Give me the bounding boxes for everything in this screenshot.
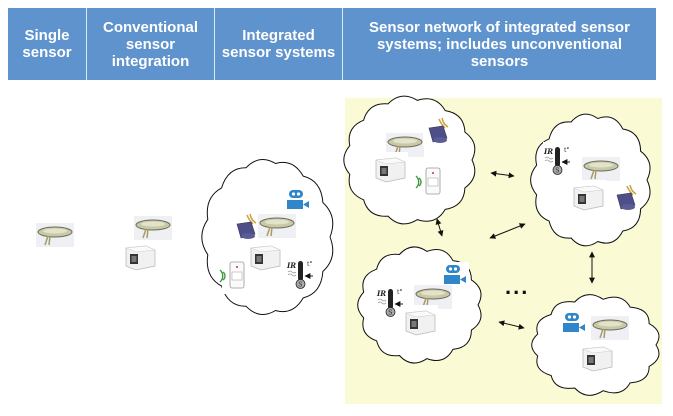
receiver-box-icon — [569, 179, 607, 213]
header-label: Conventional sensor integration — [102, 18, 198, 70]
tilt-probe-icon — [610, 182, 640, 214]
header-label: Integrated sensor systems — [221, 27, 336, 61]
network-link-arrow — [489, 223, 526, 239]
gnss-antenna-icon — [581, 156, 621, 182]
network-node-cloud — [343, 95, 476, 225]
header-integrated-systems: Integrated sensor systems — [215, 8, 342, 80]
video-camera-icon — [284, 187, 312, 213]
network-link-arrow — [498, 320, 525, 330]
network-link-arrow — [435, 218, 444, 237]
gnss-antenna-icon — [133, 215, 173, 241]
tilt-probe-icon — [422, 115, 452, 147]
header-label: Single sensor — [22, 27, 72, 61]
gnss-antenna-icon — [590, 315, 630, 341]
wireless-sensor-icon — [219, 255, 251, 295]
receiver-box-icon — [121, 239, 159, 273]
header-single-sensor: Single sensor — [8, 8, 86, 80]
header-divider — [342, 8, 343, 80]
receiver-box-icon — [401, 304, 439, 338]
ir-thermometer-icon — [286, 256, 316, 290]
ellipsis-more-networks: ... — [505, 274, 530, 299]
wireless-sensor-icon — [415, 161, 447, 201]
header-sensor-network: Sensor network of integrated sensor syst… — [343, 8, 656, 80]
receiver-box-icon — [371, 151, 409, 185]
header-label: Sensor network of integrated sensor syst… — [369, 18, 630, 70]
receiver-box-icon — [578, 340, 616, 374]
gnss-antenna-icon — [257, 213, 297, 239]
video-camera-icon — [441, 262, 469, 288]
header-divider — [214, 8, 215, 80]
ir-thermometer-icon — [376, 284, 406, 318]
gnss-antenna-icon — [35, 222, 75, 248]
video-camera-icon — [560, 310, 588, 336]
header-divider — [86, 8, 87, 80]
ir-thermometer-icon — [543, 142, 573, 176]
receiver-box-icon — [246, 239, 284, 273]
network-link-arrow — [490, 170, 515, 179]
header-conventional-integration: Conventional sensor integration — [87, 8, 214, 80]
tilt-probe-icon — [230, 211, 260, 243]
